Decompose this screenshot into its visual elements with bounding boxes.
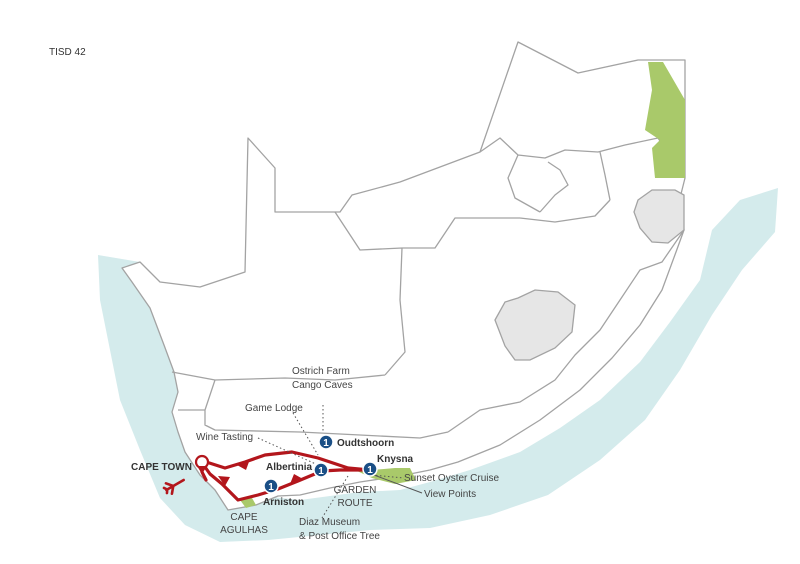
- cape-agulhas-park: [240, 498, 256, 508]
- label-oudtshoorn: Oudtshoorn: [337, 438, 394, 449]
- stop-badge-arniston: 1: [263, 478, 279, 494]
- label-cape-agulhas-1: CAPE: [230, 512, 258, 523]
- airplane-icon: [162, 478, 185, 495]
- svg-text:1: 1: [323, 438, 329, 449]
- label-game-lodge: Game Lodge: [245, 403, 303, 414]
- label-diaz-museum-2: & Post Office Tree: [299, 531, 380, 542]
- eswatini-enclave: [633, 189, 685, 244]
- route-arrow: [290, 474, 303, 484]
- label-ostrich-farm: Ostrich Farm: [292, 366, 350, 377]
- leader-game-lodge: [292, 412, 319, 456]
- stop-badge-oudtshoorn: 1: [318, 434, 334, 450]
- label-wine-tasting: Wine Tasting: [196, 432, 253, 443]
- label-knysna: Knysna: [377, 454, 414, 465]
- ocean-band: [98, 188, 778, 542]
- label-sunset-oyster-cruise: Sunset Oyster Cruise: [404, 473, 499, 484]
- svg-text:1: 1: [367, 465, 373, 476]
- svg-text:1: 1: [268, 482, 274, 493]
- leader-view-points: [373, 474, 423, 494]
- tour-code: TISD 42: [49, 47, 86, 58]
- label-diaz-museum-1: Diaz Museum: [299, 517, 360, 528]
- south-africa-outline: [121, 41, 686, 511]
- svg-text:1: 1: [318, 466, 324, 477]
- label-arniston: Arniston: [263, 497, 304, 508]
- label-cape-agulhas-2: AGULHAS: [220, 525, 268, 536]
- stop-badge-albertinia: 1: [313, 462, 329, 478]
- map-pin-icon: [194, 454, 210, 474]
- leader-sunset-cruise: [371, 474, 405, 479]
- tour-route: [198, 450, 372, 502]
- label-albertinia: Albertinia: [266, 462, 313, 473]
- label-view-points: View Points: [424, 489, 476, 500]
- route-arrow: [218, 476, 230, 486]
- kruger-park: [645, 62, 685, 178]
- province-borders: [171, 137, 686, 439]
- lesotho-enclave: [494, 289, 576, 361]
- leader-wine-tasting: [257, 437, 319, 466]
- label-cape-town: CAPE TOWN: [131, 462, 192, 473]
- leader-diaz: [321, 475, 349, 519]
- route-arrow: [237, 459, 250, 470]
- label-cango-caves: Cango Caves: [292, 380, 353, 391]
- stop-badge-knysna: 1: [362, 461, 378, 477]
- label-garden-route-2: ROUTE: [338, 498, 373, 509]
- label-garden-route-1: GARDEN: [334, 485, 377, 496]
